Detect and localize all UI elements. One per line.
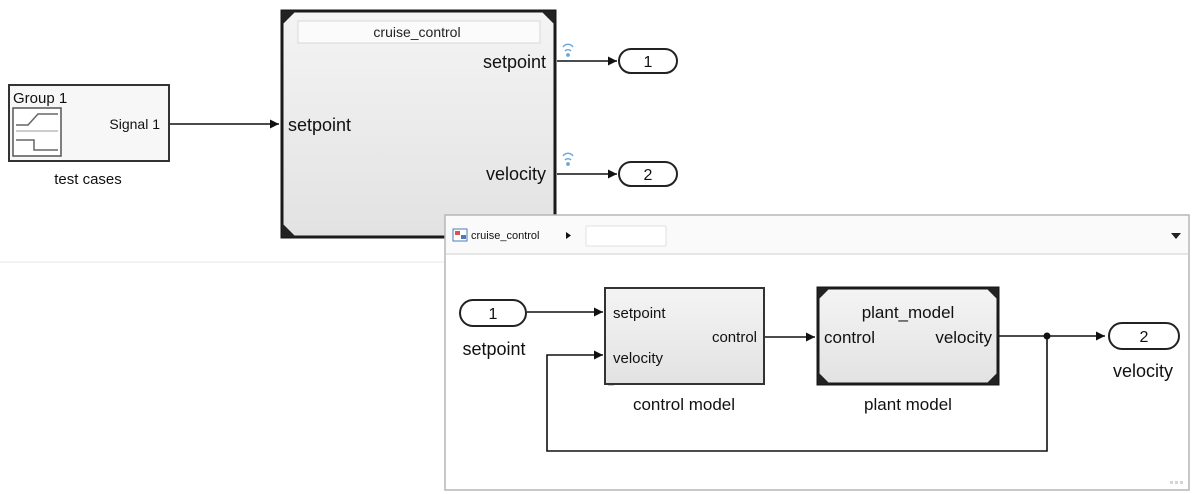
cruise-control-subsystem[interactable]: cruise_control setpoint setpoint velocit… <box>280 9 557 239</box>
control-in-label-1: setpoint <box>613 305 666 322</box>
feedback-line[interactable] <box>546 336 1048 452</box>
signal-builder-block[interactable]: Group 1 Signal 1 <box>8 84 170 162</box>
breadcrumb-path-field[interactable] <box>585 225 667 247</box>
control-model-block[interactable]: setpoint velocity control <box>604 287 765 386</box>
subsystem-out-port-1-label: setpoint <box>483 52 546 72</box>
inport-number: 1 <box>489 306 498 323</box>
outport-number: 2 <box>1140 329 1149 346</box>
chevron-down-icon[interactable] <box>1171 233 1181 239</box>
breadcrumb-label: cruise_control <box>471 230 539 242</box>
subsystem-title: cruise_control <box>373 24 460 40</box>
signal-logging-icon[interactable] <box>562 152 574 166</box>
signal-port-label: Signal 1 <box>109 116 160 132</box>
outport-1[interactable]: 1 <box>618 48 678 74</box>
plant-model-caption: plant model <box>864 395 952 414</box>
plant-in-label: control <box>824 328 875 347</box>
outport-caption: velocity <box>1113 361 1173 381</box>
resize-grip-icon[interactable] <box>1170 481 1183 484</box>
signal-builder-caption: test cases <box>54 171 122 188</box>
control-out-label: control <box>712 329 757 346</box>
inner-outport-2[interactable]: 2 <box>1108 322 1180 350</box>
plant-model-block[interactable]: plant_model control velocity <box>816 286 1000 386</box>
plant-out-label: velocity <box>935 328 992 347</box>
plant-title: plant_model <box>862 303 955 322</box>
outport-2[interactable]: 2 <box>618 161 678 187</box>
breadcrumb-arrow-icon <box>566 232 571 239</box>
breadcrumb[interactable]: cruise_control <box>452 225 667 247</box>
subsystem-title-bar <box>297 20 541 44</box>
inport-caption: setpoint <box>462 339 525 359</box>
group-label: Group 1 <box>13 90 67 107</box>
outport-number: 2 <box>644 167 653 184</box>
subsystem-out-port-2-label: velocity <box>486 164 546 184</box>
subsystem-in-port-label: setpoint <box>288 115 351 135</box>
model-icon <box>452 228 468 242</box>
control-model-caption: control model <box>633 395 735 414</box>
inner-inport-1[interactable]: 1 <box>459 299 527 327</box>
outport-number: 1 <box>644 54 653 71</box>
signal-builder-icon <box>12 107 62 157</box>
signal-logging-icon[interactable] <box>562 43 574 57</box>
control-in-label-2: velocity <box>613 350 664 367</box>
